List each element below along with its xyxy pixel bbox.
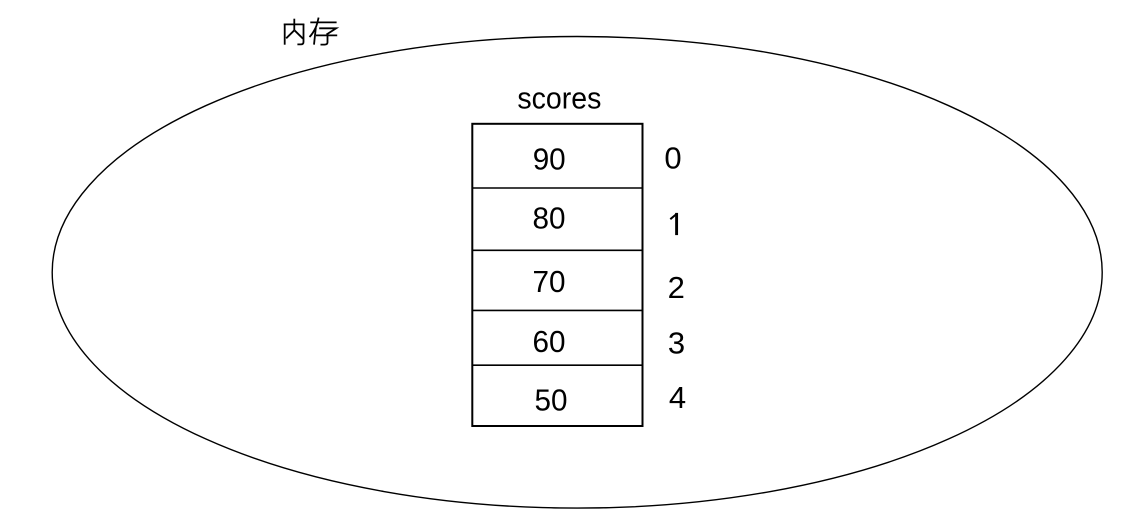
svg-text:3: 3 <box>668 325 685 360</box>
svg-text:60: 60 <box>533 324 566 359</box>
svg-text:80: 80 <box>533 201 566 236</box>
svg-text:0: 0 <box>664 141 681 176</box>
svg-text:50: 50 <box>535 383 568 418</box>
svg-text:2: 2 <box>668 270 685 305</box>
svg-text:70: 70 <box>533 264 566 299</box>
svg-text:scores: scores <box>517 80 601 115</box>
svg-text:90: 90 <box>533 142 566 177</box>
svg-text:4: 4 <box>669 380 686 415</box>
